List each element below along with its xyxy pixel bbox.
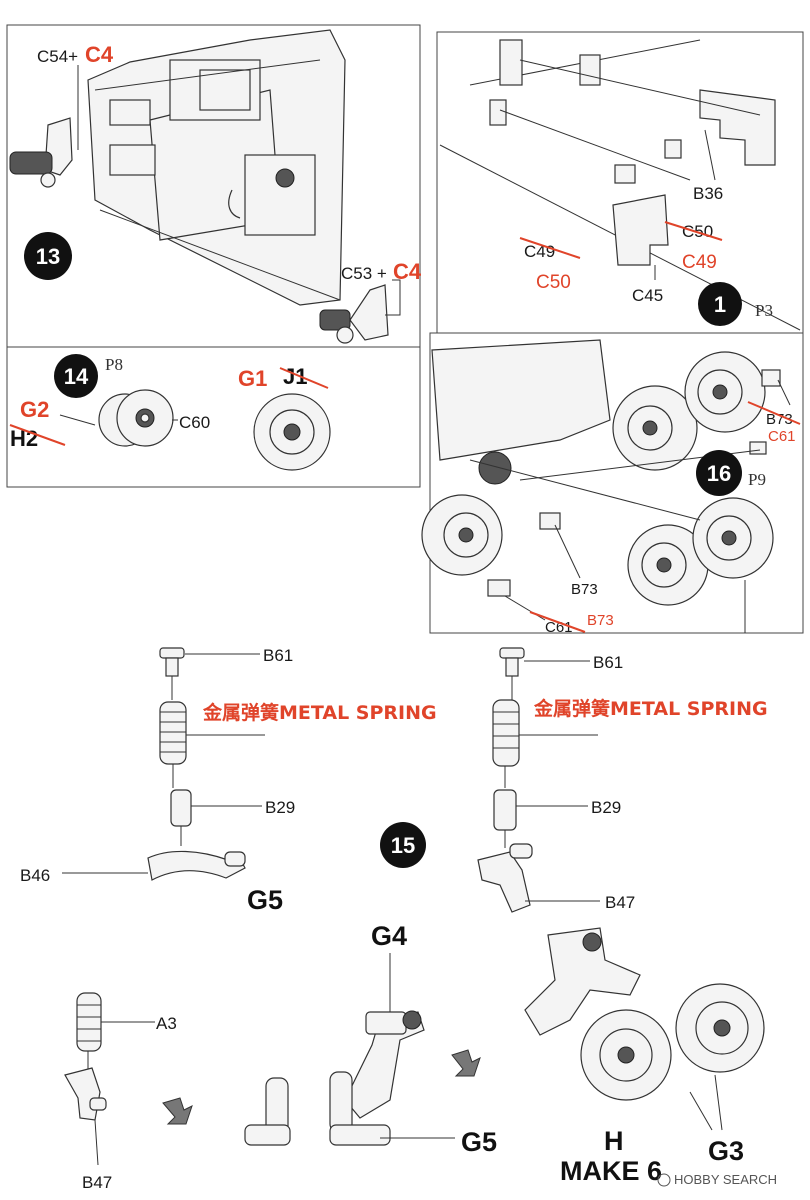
step-badge-icon <box>54 354 98 398</box>
road-wheel-3 <box>421 494 503 576</box>
bogie-with-wheels-drawing <box>524 927 765 1101</box>
suspension-stack-left <box>147 647 246 881</box>
label-b73-top-struck: B73 <box>766 411 793 428</box>
idler-wheel-drawing <box>253 393 331 471</box>
g4-assembly-drawing <box>244 1010 425 1146</box>
label-b47-right: B47 <box>605 893 635 912</box>
strike-c61-bottom <box>529 611 586 633</box>
step-14-panel: 14 P8 G2 H2 C60 G1 J1 <box>6 346 421 488</box>
step-16-number: 16 <box>707 461 731 486</box>
strike-h2 <box>9 424 66 446</box>
part-c53-drawing <box>319 284 389 344</box>
step-16-frame <box>429 332 804 634</box>
label-c45: C45 <box>632 286 663 305</box>
road-wheel-2 <box>684 351 766 433</box>
label-g5-bottom: G5 <box>461 1127 497 1157</box>
strike-c49 <box>519 237 581 259</box>
label-c49-red: C49 <box>682 252 717 273</box>
step-1-badge: 1 <box>698 282 742 326</box>
label-g1-red: G1 <box>238 366 267 391</box>
step-1-page-ref: P3 <box>755 301 773 320</box>
label-g5-left: G5 <box>247 885 283 915</box>
label-c50-red: C50 <box>536 272 571 293</box>
shock-a3-drawing <box>64 992 107 1121</box>
sprocket-c60-drawing <box>98 389 174 447</box>
label-c60: C60 <box>179 413 210 432</box>
label-b73-mid: B73 <box>571 581 598 598</box>
label-g2-red: G2 <box>20 397 49 422</box>
label-make-6: MAKE 6 <box>560 1156 662 1186</box>
label-c4-bottom: C4 <box>393 259 422 284</box>
step-16-page-ref: P9 <box>748 470 766 489</box>
step-15-section: B61 金属弹簧METAL SPRING B29 B46 G5 <box>20 646 768 1192</box>
step-16-panel: B73 C61 B73 C61 B73 16 P9 <box>421 332 804 636</box>
label-g4: G4 <box>371 921 407 951</box>
label-b47-bottom: B47 <box>82 1173 112 1192</box>
label-b46: B46 <box>20 866 50 885</box>
label-metal-spring-left: 金属弹簧METAL SPRING <box>202 701 437 724</box>
part-c54-drawing <box>9 117 73 188</box>
label-c53: C53 + <box>341 264 387 283</box>
step-badge-icon <box>696 450 742 496</box>
hull-section-drawing <box>87 29 346 306</box>
label-h: H <box>604 1126 624 1156</box>
strike-c50 <box>664 221 723 241</box>
running-gear-drawing <box>421 339 781 606</box>
step-16-badge: 16 <box>696 450 742 496</box>
label-c61-bottom-struck: C61 <box>545 619 573 636</box>
step-13-badge: 13 <box>24 232 72 280</box>
label-b36: B36 <box>693 184 723 203</box>
label-b73-bottom-red: B73 <box>587 612 614 629</box>
step-14-frame <box>6 346 421 488</box>
step-badge-icon <box>24 232 72 280</box>
suspension-stack-right <box>477 647 533 913</box>
step-15-badge: 15 <box>380 822 426 868</box>
label-b61-left: B61 <box>263 646 293 665</box>
step-badge-icon <box>380 822 426 868</box>
label-c54: C54+ <box>37 47 78 66</box>
watermark-logo-icon <box>657 1173 671 1187</box>
strike-b73-top <box>747 401 801 425</box>
label-b29-left: B29 <box>265 798 295 817</box>
step-badge-icon <box>698 282 742 326</box>
watermark-text: HOBBY SEARCH <box>674 1172 777 1187</box>
label-g3: G3 <box>708 1136 744 1166</box>
arrow-icon <box>162 1097 193 1125</box>
step-1-panel: B36 C49 C50 C50 C49 C45 1 P3 <box>436 31 804 334</box>
watermark: HOBBY SEARCH <box>657 1172 777 1187</box>
step-14-badge: 14 <box>54 354 98 398</box>
label-b29-right: B29 <box>591 798 621 817</box>
chassis-detail-drawing <box>439 39 801 331</box>
step-13-panel: C54+ C4 C53 + C4 13 <box>6 24 422 348</box>
road-wheel-1 <box>612 385 698 471</box>
step-14-number: 14 <box>64 364 89 389</box>
label-a3: A3 <box>156 1014 177 1033</box>
label-b61-right: B61 <box>593 653 623 672</box>
arrow-icon <box>451 1049 481 1077</box>
metal-spring-right <box>492 699 520 767</box>
step-1-number: 1 <box>714 292 726 317</box>
road-wheel-5 <box>692 497 774 579</box>
step-15-number: 15 <box>391 833 415 858</box>
label-c4-top: C4 <box>85 42 114 67</box>
label-metal-spring-right: 金属弹簧METAL SPRING <box>533 697 768 720</box>
label-c61-top-red: C61 <box>768 428 796 445</box>
step-14-page-ref: P8 <box>105 355 123 374</box>
road-wheel-4 <box>627 524 709 606</box>
label-j1-struck: J1 <box>283 364 307 389</box>
strike-j1 <box>279 367 329 389</box>
step-13-number: 13 <box>36 244 60 269</box>
metal-spring-left <box>159 701 187 765</box>
wheel-g3-1 <box>580 1009 672 1101</box>
wheel-g3-2 <box>675 983 765 1073</box>
